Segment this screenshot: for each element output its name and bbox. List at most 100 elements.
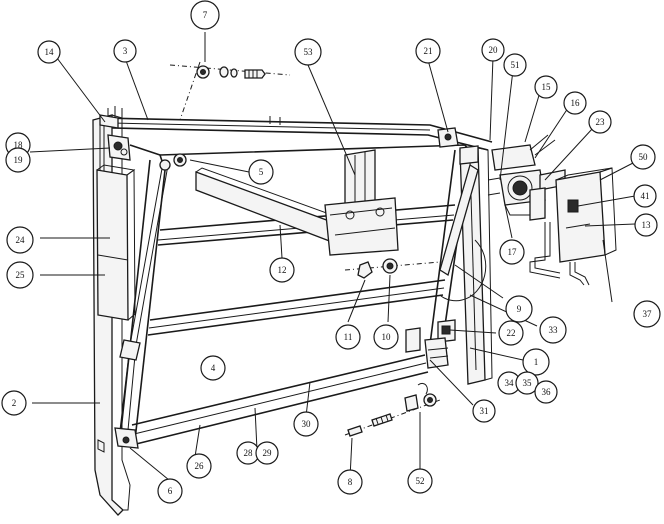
callout-number: 14 [45,47,55,57]
callout-number: 26 [195,461,205,471]
callout-number: 23 [596,117,606,127]
top-rail [99,106,493,151]
callout-number: 35 [523,378,533,388]
callout-circle [481,38,505,62]
callout-number: 31 [480,406,489,416]
callout-number: 19 [14,155,24,165]
callout-1: 1 [522,348,550,376]
callout-36: 36 [534,380,558,404]
callout-number: 8 [348,477,353,487]
callout-circle [563,91,587,115]
callout-7: 7 [190,0,220,30]
callout-number: 18 [14,140,24,150]
callout-37: 37 [633,300,661,328]
callout-circle [294,38,322,66]
callout-30: 30 [293,411,319,437]
callout-number: 16 [571,98,581,108]
callout-33: 33 [539,316,567,344]
callout-circle [407,468,433,494]
assembly-drawing [29,32,636,516]
callout-17: 17 [499,239,525,265]
callout-number: 13 [642,220,652,230]
latch-mechanism [487,134,566,221]
callout-number: 6 [168,486,173,496]
callout-number: 37 [643,309,653,319]
callout-number: 17 [508,247,518,257]
callout-3: 3 [113,39,137,63]
callout-circle [472,399,496,423]
callout-circle [633,184,657,208]
callout-29: 29 [255,441,279,465]
callout-number: 5 [259,167,264,177]
callout-21: 21 [415,38,441,64]
callout-circle [37,40,61,64]
callout-number: 25 [16,270,26,280]
callout-circle [255,441,279,465]
callout-circle [588,110,612,134]
callout-14: 14 [37,40,61,64]
exploded-parts-8-52 [344,382,441,437]
callout-10: 10 [373,324,399,350]
callout-number: 36 [542,387,552,397]
callout-number: 20 [489,45,499,55]
callout-circle [335,324,361,350]
callout-circle [190,0,220,30]
callout-9: 9 [505,295,533,323]
callout-11: 11 [335,324,361,350]
callout-22: 22 [498,320,524,346]
callout-circle [157,478,183,504]
left-diagonal-brace [119,162,169,431]
callout-circle [634,213,658,237]
callout-15: 15 [534,75,558,99]
callout-number: 9 [517,304,522,314]
callout-number: 2 [12,398,17,408]
callout-53: 53 [294,38,322,66]
callout-35: 35 [515,371,539,395]
callout-number: 41 [641,191,650,201]
callout-24: 24 [6,226,34,254]
callout-41: 41 [633,184,657,208]
callout-circle [248,159,274,185]
main-frame [119,144,471,441]
callout-number: 12 [278,265,287,275]
callout-51: 51 [503,53,527,77]
callout-circle [269,257,295,283]
callout-number: 53 [304,47,314,57]
cross-members [129,204,456,446]
callout-circle [200,355,226,381]
callout-circle [6,261,34,289]
callout-12: 12 [269,257,295,283]
callout-20: 20 [481,38,505,62]
callout-circle [415,38,441,64]
callout-circle [499,239,525,265]
callout-circle [505,295,533,323]
callout-8: 8 [337,469,363,495]
callout-circle [337,469,363,495]
callout-number: 24 [16,235,26,245]
callout-number: 28 [244,448,254,458]
top-right-hinge [437,127,479,165]
callout-circle [515,371,539,395]
leader-lines [29,32,636,481]
callout-circle [503,53,527,77]
callout-circle [113,39,137,63]
callout-circle [5,147,31,173]
callout-number: 1 [534,357,539,367]
exploded-parts-10-11 [344,258,441,279]
left-side-panels [96,164,136,321]
callout-circle [534,75,558,99]
callout-circle [186,453,212,479]
callout-circle [1,390,27,416]
callout-50: 50 [630,144,656,170]
pivot-5 [159,153,187,171]
callout-number: 29 [263,448,273,458]
callout-5: 5 [248,159,274,185]
callout-26: 26 [186,453,212,479]
callout-number: 4 [211,363,216,373]
callout-16: 16 [563,91,587,115]
callout-circle [522,348,550,376]
callout-circle [498,320,524,346]
callout-circle [539,316,567,344]
callout-6: 6 [157,478,183,504]
